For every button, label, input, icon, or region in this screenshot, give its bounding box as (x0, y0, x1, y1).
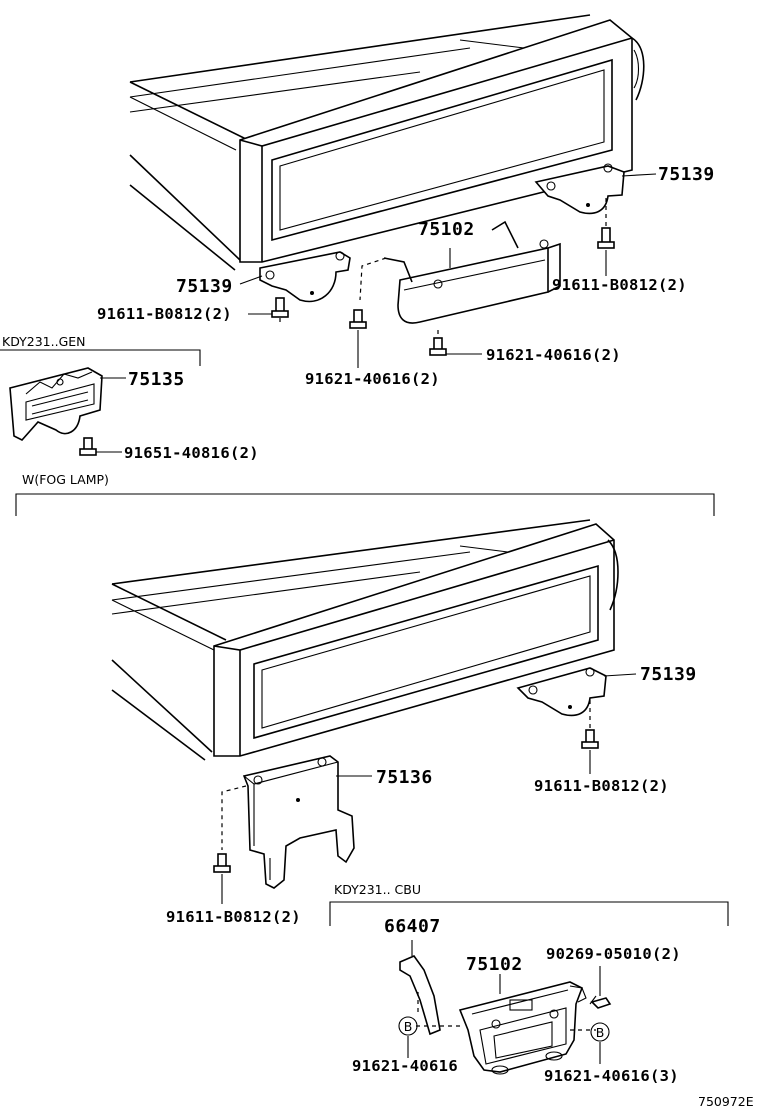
label-75102-top: 75102 (418, 219, 475, 240)
cbu-bracket-line (329, 901, 729, 926)
label-75136: 75136 (376, 767, 433, 788)
label-91611-mid-right: 91611-B0812(2) (534, 777, 669, 795)
label-91621-top-center: 91621-40616(2) (486, 346, 621, 364)
clip-90269 (589, 995, 612, 1009)
marker-b-right: B (590, 1022, 610, 1042)
license-plate-bracket-75102-bottom (458, 981, 587, 1075)
svg-text:B: B (404, 1019, 413, 1034)
label-91611-top-left: 91611-B0812(2) (97, 305, 232, 323)
label-91621-top-left: 91621-40616(2) (305, 370, 440, 388)
label-75135: 75135 (128, 369, 185, 390)
bolt-top-left (271, 297, 289, 324)
svg-text:B: B (596, 1025, 605, 1040)
fog-lamp-bracket-line (15, 493, 715, 516)
figure-code: 750972E (698, 1094, 754, 1109)
label-75139-top-right: 75139 (658, 164, 715, 185)
bracket-75139-top-right (534, 163, 625, 215)
gen-bracket-group (0, 349, 201, 456)
bolt-top-center (429, 330, 447, 356)
label-91621-bottom-left: 91621-40616 (352, 1057, 458, 1075)
label-75139-top-left: 75139 (176, 276, 233, 297)
truck-bed-bottom-drawing (111, 519, 619, 761)
note-gen: KDY231..GEN (2, 334, 86, 349)
label-91611-mid-left: 91611-B0812(2) (166, 908, 301, 926)
bolt-mid-left (213, 853, 231, 873)
label-75139-mid: 75139 (640, 664, 697, 685)
license-plate-bracket-75102-top (383, 220, 561, 324)
bolt-top-right (597, 198, 615, 249)
bracket-75139-top-left (259, 251, 351, 303)
bracket-75139-mid (516, 667, 607, 749)
bracket-75136 (242, 755, 355, 889)
note-fog-lamp: W(FOG LAMP) (22, 472, 109, 487)
label-75102-bottom: 75102 (466, 954, 523, 975)
marker-b-left: B (398, 1016, 418, 1036)
truck-bed-top-drawing (129, 14, 645, 271)
note-cbu: KDY231.. CBU (334, 882, 421, 897)
label-91621-bottom-right: 91621-40616(3) (544, 1067, 679, 1085)
label-91651: 91651-40816(2) (124, 444, 259, 462)
part-66407 (399, 955, 441, 1036)
bolt-top-left-center (349, 309, 367, 329)
label-66407: 66407 (384, 916, 441, 937)
label-90269: 90269-05010(2) (546, 945, 681, 963)
label-91611-top-right: 91611-B0812(2) (552, 276, 687, 294)
